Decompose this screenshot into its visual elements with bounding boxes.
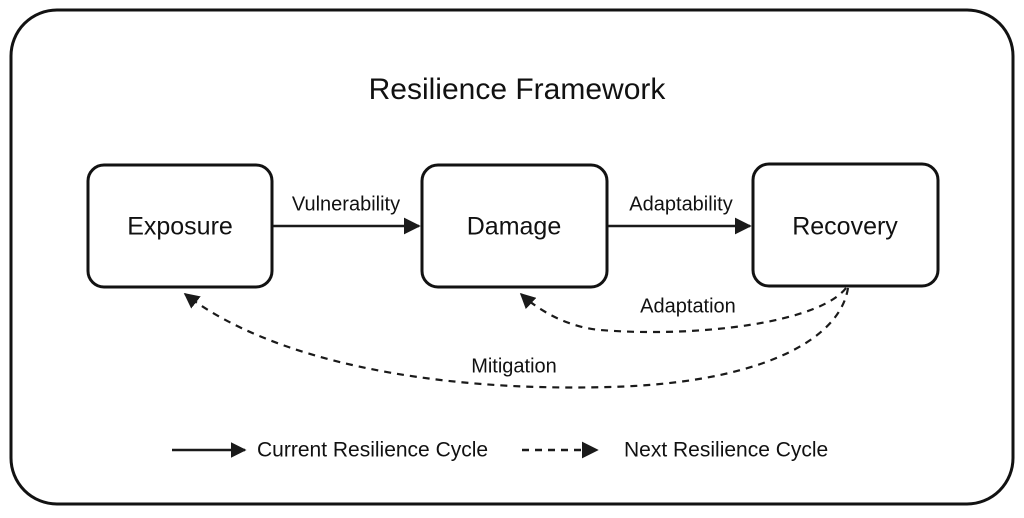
node-damage-label: Damage [467, 213, 562, 241]
legend-label-next-cycle: Next Resilience Cycle [624, 439, 828, 462]
node-exposure-box[interactable] [86, 163, 274, 289]
edge-recovery-to-damage-curve [519, 287, 847, 334]
edge-damage-to-recovery: Adaptability [608, 193, 752, 235]
node-damage[interactable]: Damage [420, 163, 609, 289]
edge-recovery-to-damage: Adaptation [519, 287, 847, 334]
framework-title: Resilience Framework [369, 73, 667, 106]
node-recovery-label: Recovery [792, 213, 898, 241]
node-recovery-box[interactable] [751, 162, 940, 288]
node-recovery[interactable]: Recovery [751, 162, 940, 288]
edge-label-adaptation: Adaptation [640, 295, 736, 317]
legend-item-next-cycle: Next Resilience Cycle [522, 439, 828, 462]
edge-exposure-to-damage: Vulnerability [273, 193, 421, 235]
node-exposure-label: Exposure [127, 213, 233, 241]
edge-label-vulnerability: Vulnerability [292, 193, 400, 215]
legend-item-current-cycle: Current Resilience Cycle [172, 439, 488, 462]
node-exposure[interactable]: Exposure [86, 163, 274, 289]
legend: Current Resilience Cycle Next Resilience… [172, 439, 828, 462]
edge-label-adaptability: Adaptability [629, 193, 732, 215]
node-damage-box[interactable] [420, 163, 609, 289]
edge-label-mitigation: Mitigation [471, 355, 557, 377]
edge-recovery-to-exposure-curve [183, 287, 850, 389]
legend-label-current-cycle: Current Resilience Cycle [257, 439, 488, 462]
edge-recovery-to-exposure: Mitigation [183, 287, 850, 389]
